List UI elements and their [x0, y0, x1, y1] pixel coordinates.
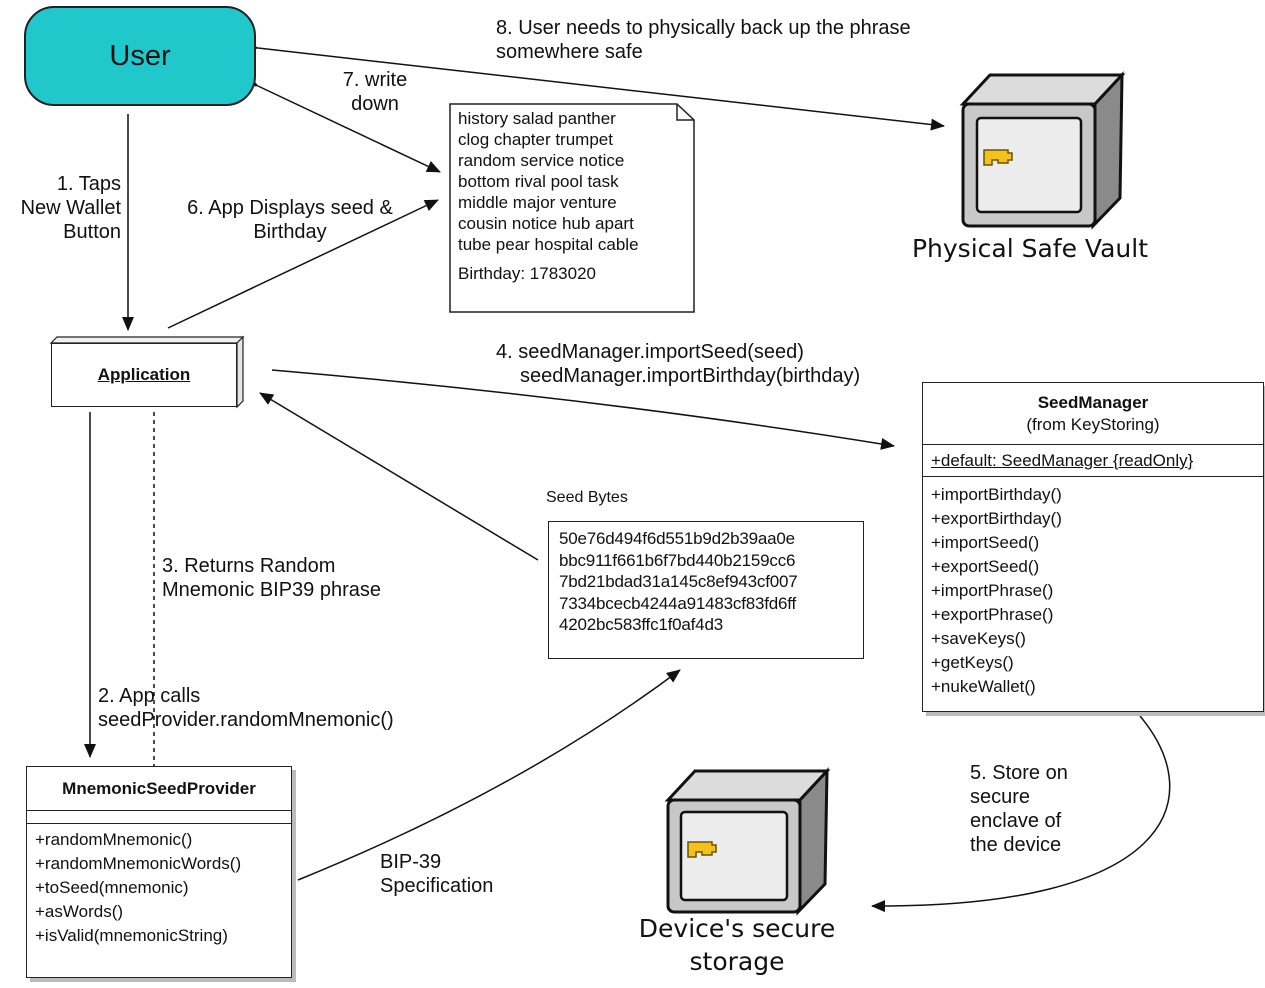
arrow-app-note [167, 199, 439, 329]
method-item: +saveKeys() [931, 629, 1026, 648]
phrase-line: middle major venture [458, 193, 617, 212]
arrow-user-note [243, 75, 441, 173]
method-item: +isValid(mnemonicString) [35, 926, 228, 945]
provider-spacer [27, 811, 291, 824]
seedmanager-methods: +importBirthday() +exportBirthday() +imp… [923, 477, 1263, 705]
step6-label: 6. App Displays seed & Birthday [187, 197, 393, 243]
method-item: +randomMnemonic() [35, 830, 193, 849]
method-item: +exportSeed() [931, 557, 1040, 576]
seed-bytes-line: 7334bcecb4244a91483cf83fd6ff [559, 593, 797, 613]
provider-methods: +randomMnemonic() +randomMnemonicWords()… [27, 824, 291, 952]
method-item: +randomMnemonicWords() [35, 854, 242, 873]
provider-title: MnemonicSeedProvider [62, 778, 256, 798]
device-storage-icon [664, 767, 831, 916]
note-shape [449, 103, 695, 313]
method-item: +importSeed() [931, 533, 1040, 552]
arrow-seedmanager-storage [871, 715, 1171, 913]
seedmanager-attribute: +default: SeedManager {readOnly} [931, 451, 1194, 470]
device-storage-label: Device's secure storage [638, 914, 836, 976]
arrow-provider-seedbytes [297, 669, 681, 881]
bip39-label: BIP-39 Specification [380, 851, 494, 897]
phrase-line: tube pear hospital cable [458, 235, 639, 254]
birthday-line: Birthday: 1783020 [458, 264, 596, 283]
method-item: +exportPhrase() [931, 605, 1054, 624]
step5-label: 5. Store on secure enclave of the device [970, 762, 1068, 856]
application-label: Application [97, 365, 191, 384]
seed-bytes-label: Seed Bytes [546, 489, 628, 506]
step3-label: 3. Returns Random Mnemonic BIP39 phrase [162, 555, 382, 601]
arrow-seedbytes-app [259, 392, 539, 561]
method-item: +nukeWallet() [931, 677, 1036, 696]
method-item: +toSeed(mnemonic) [35, 878, 189, 897]
arrow-app-seedmanager [271, 369, 895, 450]
phrase-line: clog chapter trumpet [458, 130, 613, 149]
seed-bytes-line: 50e76d494f6d551b9d2b39aa0e [559, 529, 795, 548]
method-item: +getKeys() [931, 653, 1014, 672]
arrow-user-vault [244, 40, 945, 131]
seedmanager-attributes: +default: SeedManager {readOnly} [923, 445, 1263, 477]
step8-label: 8. User needs to physically back up the … [496, 17, 911, 63]
phrase-line: random service notice [458, 151, 625, 170]
phrase-line: history salad panther [458, 109, 616, 128]
seed-bytes-line: 7bd21bdad31a145c8ef943cf007 [559, 572, 798, 591]
phrase-line: bottom rival pool task [458, 172, 619, 191]
method-item: +importBirthday() [931, 485, 1062, 504]
seed-bytes-box: 50e76d494f6d551b9d2b39aa0e bbc911f661b6f… [548, 521, 864, 659]
user-label: User [109, 39, 171, 72]
application-node: Application [51, 343, 237, 407]
method-item: +exportBirthday() [931, 509, 1062, 528]
seedmanager-subtitle: (from KeyStoring) [1026, 415, 1160, 434]
seed-bytes-line: 4202bc583ffc1f0af4d3 [559, 615, 723, 634]
physical-vault-label: Physical Safe Vault [911, 234, 1149, 263]
seedmanager-title: SeedManager [1037, 393, 1149, 412]
step1-label: 1. Taps New Wallet Button [20, 173, 121, 243]
seed-phrase-note: history salad panther clog chapter trump… [458, 108, 688, 284]
seedmanager-class: SeedManager (from KeyStoring) +default: … [922, 382, 1264, 712]
provider-header: MnemonicSeedProvider [27, 767, 291, 811]
user-node: User [24, 6, 256, 106]
phrase-line: cousin notice hub apart [458, 214, 634, 233]
mnemonic-provider-class: MnemonicSeedProvider +randomMnemonic() +… [26, 766, 292, 978]
step4-label: 4. seedManager.importSeed(seed) seedMana… [496, 341, 861, 387]
method-item: +asWords() [35, 902, 124, 921]
seedmanager-header: SeedManager (from KeyStoring) [923, 383, 1263, 445]
step2-label: 2. App calls seedProvider.randomMnemonic… [98, 685, 394, 731]
seed-bytes-line: bbc911f661b6f7bd440b2159cc6 [559, 550, 796, 570]
application-box-3d [49, 335, 245, 409]
step7-label: 7. write down [342, 69, 408, 115]
physical-vault-icon [959, 71, 1126, 230]
method-item: +importPhrase() [931, 581, 1054, 600]
